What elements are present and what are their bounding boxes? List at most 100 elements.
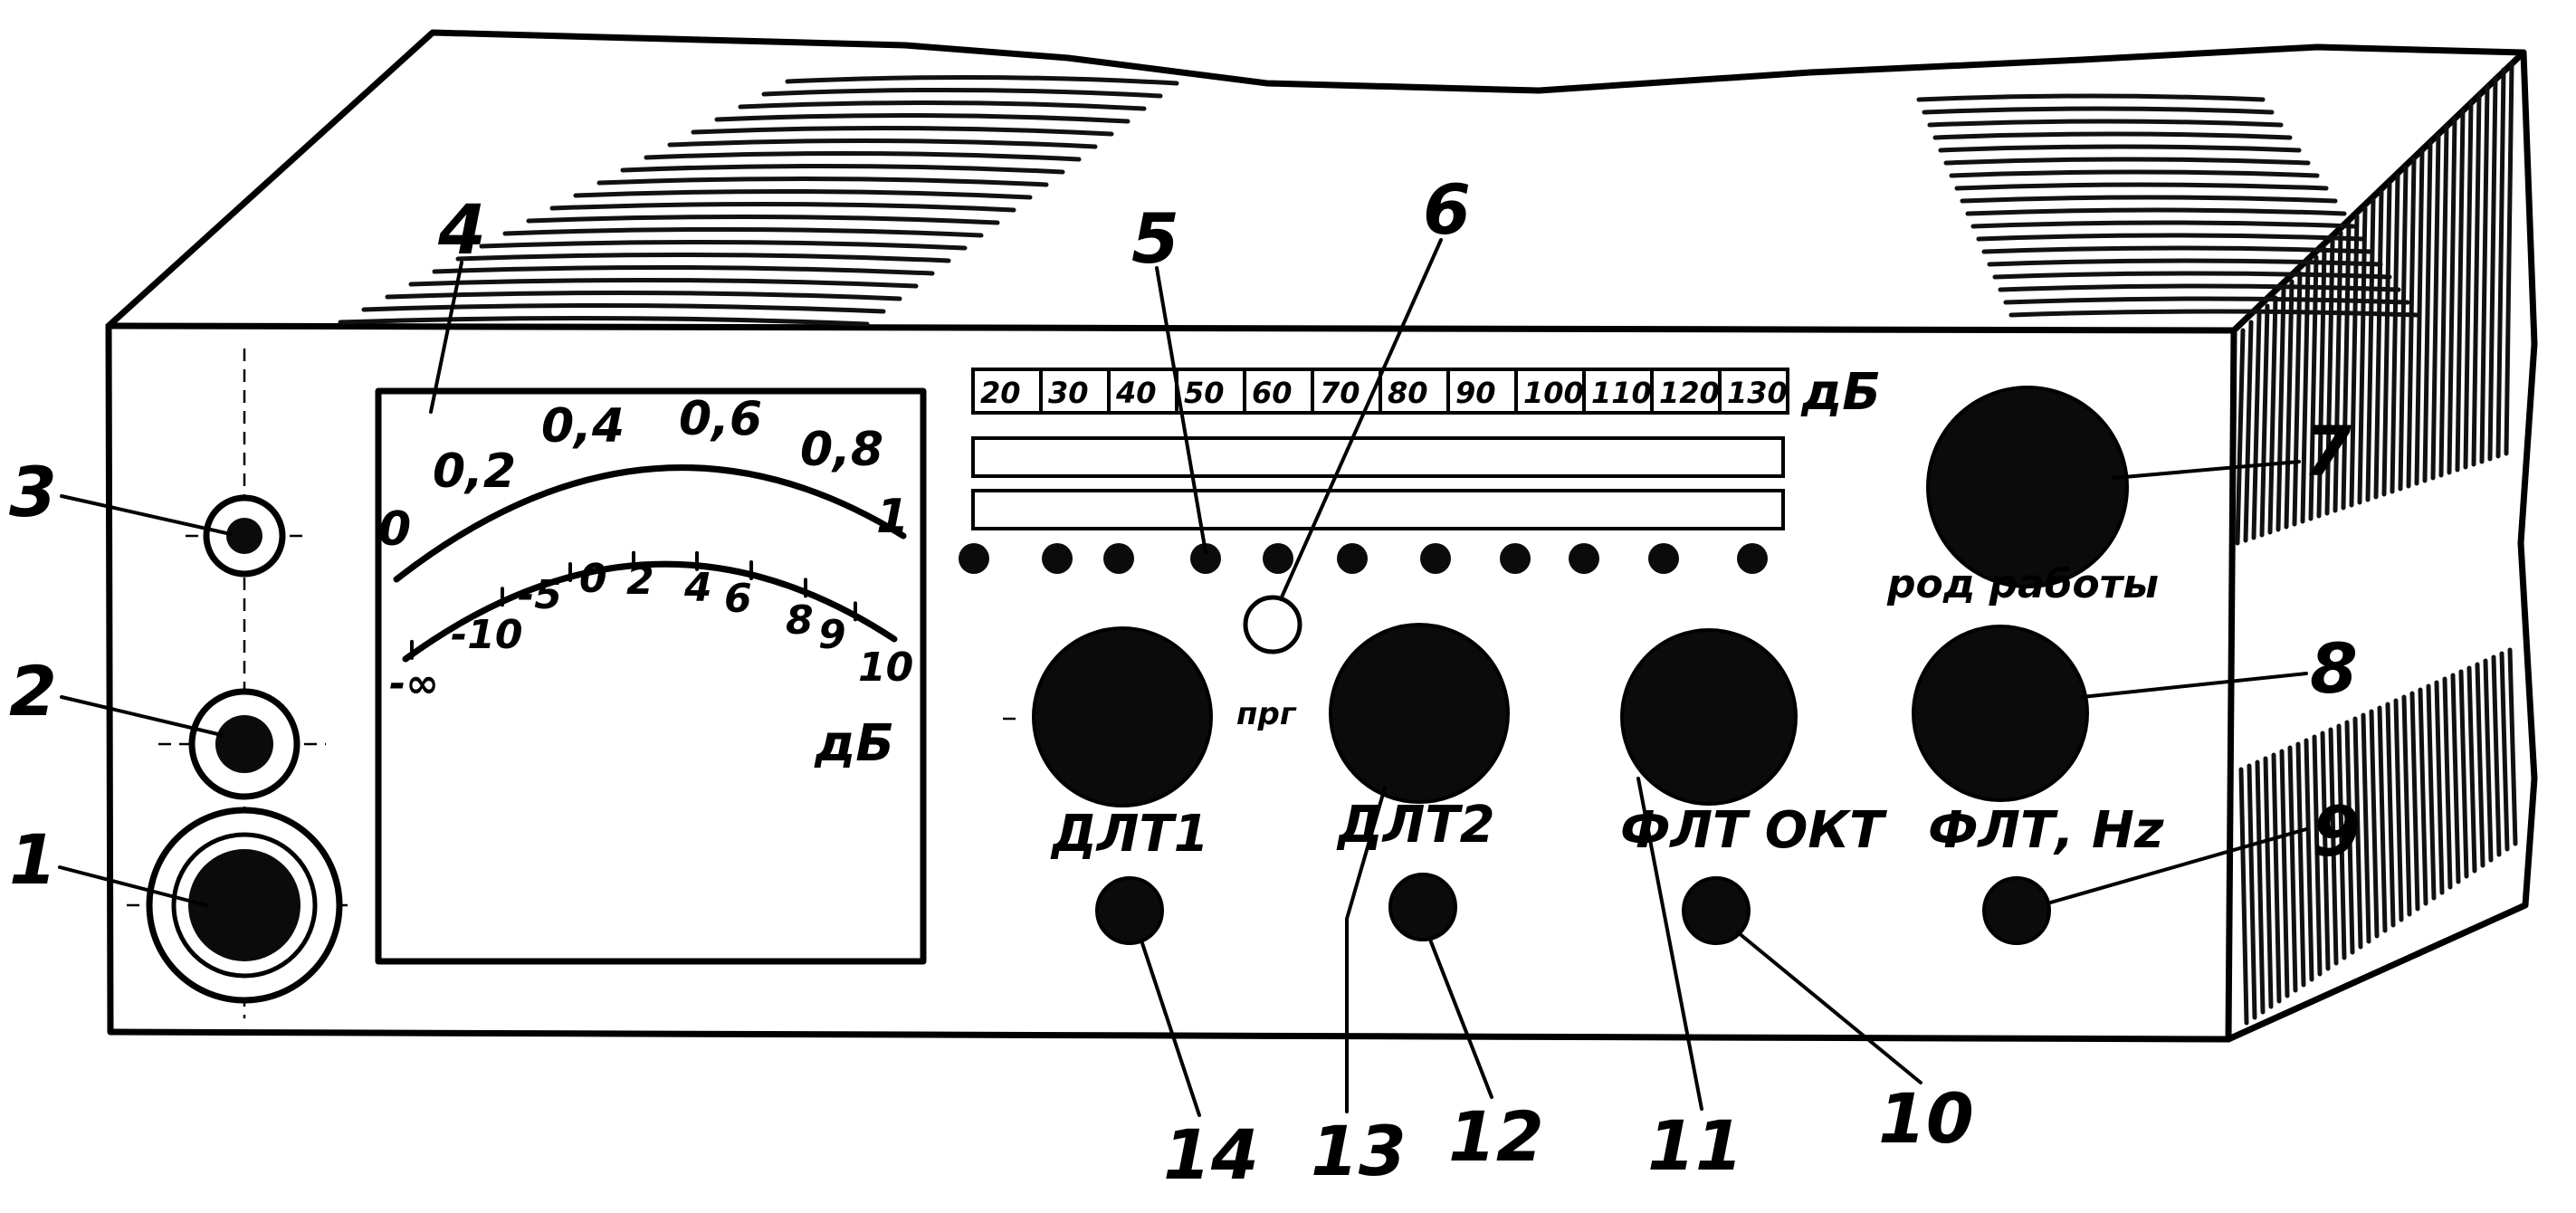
dlt2-knob[interactable] — [1329, 623, 1510, 804]
connector-3[interactable] — [186, 494, 303, 578]
callout-numbers: 1 2 3 4 5 6 7 8 9 10 11 12 13 14 — [9, 169, 2361, 1195]
hatch-line — [1998, 283, 2401, 292]
hatch-line — [2003, 296, 2410, 305]
side-hatch-line — [2349, 214, 2360, 508]
callout-7: 7 — [2304, 411, 2352, 492]
meter-top-scale: 0 0,2 0,4 0,6 0,8 1 — [378, 392, 909, 557]
button-10[interactable] — [1682, 876, 1751, 945]
mode-knob[interactable] — [1926, 386, 2129, 588]
side-hatch-line — [2401, 694, 2412, 917]
side-hatch-line — [2426, 683, 2437, 901]
hatch-line — [549, 201, 1016, 213]
side-hatch-line — [2333, 230, 2343, 513]
side-hatch-line — [2328, 727, 2339, 966]
meter-bot-label-1: -10 — [451, 612, 523, 658]
side-hatch-line — [2259, 303, 2270, 538]
side-hatch-line — [2422, 140, 2433, 483]
hatch-line — [785, 74, 1179, 86]
side-hatch-line — [2458, 669, 2469, 879]
hatch-line — [620, 163, 1065, 175]
meter-bot-label-9: 10 — [858, 645, 913, 691]
flt-hz-knob[interactable] — [1912, 625, 2089, 802]
meter-bot-label-7: 8 — [786, 597, 814, 644]
hatch-line — [738, 100, 1147, 111]
side-hatch-line — [2243, 320, 2254, 543]
hatch-line — [1922, 106, 2275, 115]
hatch-line — [1938, 144, 2302, 153]
hatch-line — [1987, 258, 2383, 267]
side-hatch-line — [2320, 731, 2331, 971]
hatch-line — [1981, 245, 2374, 254]
hatch-line — [596, 176, 1049, 187]
level-scale-unit: дБ — [1800, 363, 1881, 422]
scale-cell-110: 110 — [1591, 376, 1652, 410]
side-hatch-line — [2284, 279, 2295, 530]
side-hatch-line — [2414, 148, 2425, 486]
side-hatch-line — [2316, 246, 2327, 519]
side-hatch-line — [2409, 691, 2420, 912]
side-hatch-line — [2300, 263, 2311, 524]
flt-okt-knob[interactable] — [1620, 628, 1798, 806]
side-hatch-line — [2483, 658, 2494, 863]
scale-cell-120: 120 — [1659, 376, 1720, 410]
side-hatch-line — [2312, 734, 2323, 977]
button-9[interactable] — [1982, 876, 2051, 945]
leader-lines — [58, 238, 2308, 1117]
side-hatch-line — [2495, 67, 2506, 459]
side-hatch-line — [2390, 173, 2400, 494]
side-hatch-line — [2466, 665, 2477, 874]
hatch-line — [526, 214, 1000, 225]
flt-hz-label: ФЛТ, Hz — [1928, 801, 2164, 860]
side-hatch-line — [2487, 75, 2498, 462]
callout-10: 10 — [1878, 1078, 1974, 1159]
side-hatch-line — [2304, 738, 2314, 982]
led-3 — [1103, 543, 1134, 574]
connector-1[interactable] — [127, 807, 348, 1004]
callout-9: 9 — [2313, 791, 2361, 872]
side-hatch-line — [2463, 100, 2474, 470]
callout-11: 11 — [1647, 1105, 1743, 1186]
led-6 — [1337, 543, 1368, 574]
hatch-line — [385, 290, 902, 301]
scale-cell-20: 20 — [980, 376, 1021, 410]
callout-12: 12 — [1448, 1096, 1544, 1177]
side-hatch-line — [2479, 83, 2490, 464]
side-hatch-line — [2287, 745, 2298, 993]
callout-2: 2 — [9, 651, 57, 731]
scale-cell-60: 60 — [1252, 376, 1293, 410]
meter-top-label-2: 0,4 — [541, 399, 625, 454]
led-9 — [1569, 543, 1599, 574]
meter-top-label-3: 0,6 — [679, 392, 762, 446]
side-hatch-line — [2418, 687, 2428, 906]
side-hatch-line — [2393, 698, 2404, 922]
side-hatch-line — [2344, 720, 2355, 955]
led-10 — [1648, 543, 1679, 574]
connector-2[interactable] — [158, 688, 326, 800]
dlt1-label: ДЛТ1 — [1050, 805, 1209, 864]
side-hatch-line — [2406, 157, 2417, 489]
side-hatch-line — [2279, 749, 2290, 998]
side-hatch-line — [2324, 238, 2335, 516]
prg-label: прг — [1236, 696, 1297, 732]
dlt1-knob[interactable] — [1032, 626, 1213, 807]
hatch-line — [1949, 169, 2320, 178]
side-hatching — [2235, 61, 2518, 1026]
side-hatch-line — [2491, 654, 2502, 857]
side-hatch-line — [2455, 108, 2466, 473]
callout-14: 14 — [1163, 1114, 1259, 1195]
side-hatch-line — [2357, 205, 2368, 505]
hatch-line — [1970, 220, 2356, 229]
side-hatch-line — [2442, 676, 2453, 890]
side-hatch-line — [2361, 712, 2371, 944]
meter-bot-label-5: 4 — [683, 565, 712, 611]
side-hatch-line — [2271, 752, 2282, 1004]
button-14[interactable] — [1095, 876, 1164, 945]
button-12[interactable] — [1388, 873, 1457, 941]
side-hatch-line — [2377, 705, 2388, 933]
side-face — [2225, 49, 2538, 1043]
side-hatch-line — [2336, 723, 2347, 960]
hatch-line — [573, 188, 1033, 200]
side-hatch-line — [2507, 647, 2518, 846]
controls[interactable] — [1003, 386, 2129, 945]
